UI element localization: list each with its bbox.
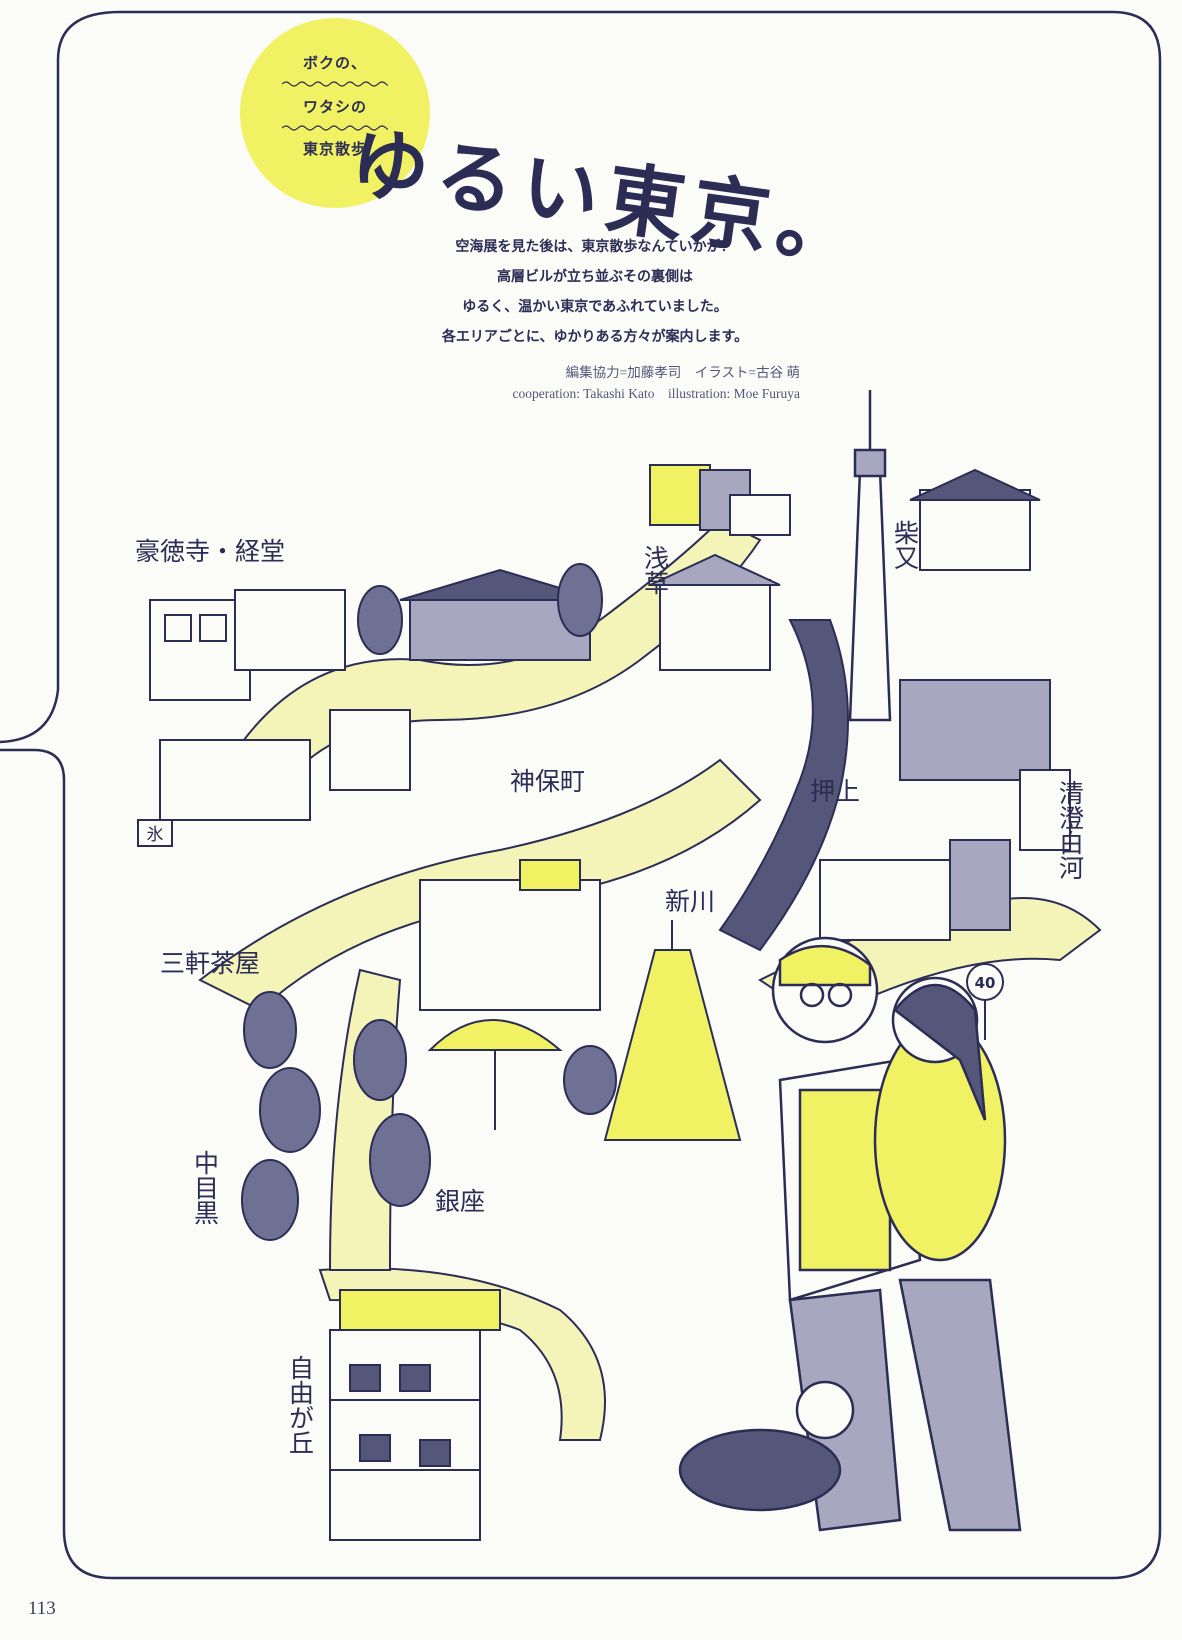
area-label-nakameguro: 中目黒	[191, 1150, 220, 1225]
area-label-shibamata: 柴又	[891, 520, 920, 570]
buildings	[149, 464, 1071, 1011]
credits-japanese: 編集協力=加藤孝司 イラスト=古谷 萌	[565, 365, 800, 380]
parasol	[427, 1019, 563, 1130]
area-label-gotokuji: 豪徳寺・経堂	[135, 537, 285, 566]
area-label-asakusa: 浅草	[641, 545, 670, 595]
area-label-sangenjaya: 三軒茶屋	[160, 949, 260, 978]
shop-sign: 氷	[137, 819, 173, 847]
area-label-ginza: 銀座	[435, 1187, 485, 1216]
area-label-shinkawa: 新川	[665, 887, 715, 916]
page-number: 113	[28, 1598, 56, 1619]
speed-limit-value: 40	[975, 974, 996, 992]
area-label-oshiage: 押上	[810, 777, 860, 806]
wavy-divider	[282, 125, 388, 131]
series-badge: ボクの、 ワタシの 東京散歩	[240, 18, 430, 208]
lead-line: ゆるく、温かい東京であふれていました。	[462, 299, 728, 315]
area-label-jiyugaoka: 自由が丘	[286, 1355, 315, 1455]
people-illustration	[678, 936, 1022, 1532]
speed-limit-sign: 40	[966, 963, 1004, 1040]
lead-line: 高層ビルが立ち並ぶその裏側は	[497, 269, 693, 285]
shop-sign-text: 氷	[147, 825, 164, 845]
credits: 編集協力=加藤孝司 イラスト=古谷 萌 cooperation: Takashi…	[420, 362, 800, 404]
badge-line-2: ワタシの	[302, 98, 367, 116]
lead-line: 各エリアごとに、ゆかりある方々が案内します。	[441, 329, 749, 345]
trees	[241, 563, 617, 1241]
river	[718, 619, 849, 952]
credits-english: cooperation: Takashi Kato illustration: …	[512, 386, 800, 401]
tokyo-tower	[603, 920, 742, 1141]
area-label-kiyosumi: 清澄白河	[1056, 780, 1085, 880]
skytree	[848, 390, 892, 722]
camera-shelf	[329, 1289, 501, 1541]
lead-line: 空海展を見た後は、東京散歩なんていかが？	[455, 239, 735, 255]
badge-line-1: ボクの、	[302, 54, 367, 72]
badge-line-3: 東京散歩	[302, 140, 367, 158]
lead-paragraph: 空海展を見た後は、東京散歩なんていかが？ 高層ビルが立ち並ぶその裏側は ゆるく、…	[380, 232, 810, 352]
area-label-jimbocho: 神保町	[510, 767, 585, 796]
wavy-divider	[282, 81, 388, 87]
